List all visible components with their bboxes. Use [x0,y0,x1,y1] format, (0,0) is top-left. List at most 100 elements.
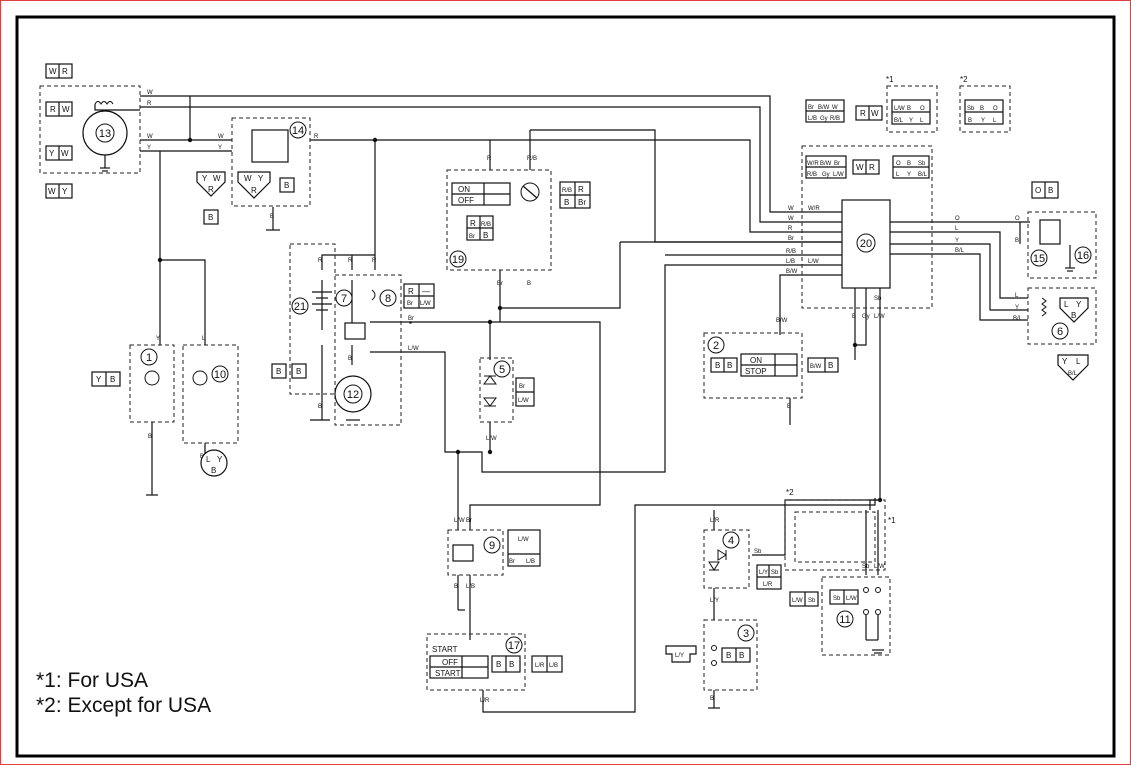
svg-text:R: R [408,287,414,296]
svg-text:L/W: L/W [833,172,844,178]
svg-text:W: W [832,105,838,111]
svg-text:3: 3 [743,628,749,640]
svg-text:Sb: Sb [808,598,816,604]
component-number-2: 2 [707,336,725,354]
component-number-14: 14 [289,121,307,139]
svg-text:Sb: Sb [874,296,882,302]
svg-text:W: W [871,109,879,118]
svg-text:OFF: OFF [442,658,458,667]
svg-text:W: W [856,163,864,172]
svg-text:21: 21 [294,301,306,313]
svg-text:14: 14 [292,125,304,137]
svg-text:START: START [432,645,458,654]
svg-text:B: B [527,281,531,287]
connector-rw: R W [45,101,73,117]
footnotes: *1: For USA *2: Except for USA [36,668,211,718]
svg-text:Br: Br [407,301,413,307]
connector-lyb: L Y B [1059,297,1089,323]
svg-text:L/R: L/R [763,582,773,588]
svg-text:12: 12 [347,389,359,401]
svg-text:R: R [50,105,56,114]
svg-text:START: START [435,669,461,678]
svg-text:B/W: B/W [776,318,788,324]
connector-rw-2: R W [855,105,883,121]
connector-sblw: Sb L/W [829,589,859,605]
connector-usa: L/W B O B/L Y L [891,99,931,125]
svg-text:Y: Y [258,174,264,183]
svg-text:W: W [788,206,794,212]
svg-text:Y: Y [909,118,913,124]
svg-text:R/B: R/B [830,116,840,122]
component-number-4: 4 [722,531,740,549]
component-boxes [39,85,1097,691]
connector-yb: Y B [91,371,121,387]
svg-text:L/Y: L/Y [710,598,719,604]
box-13-generator [39,85,141,174]
svg-text:ON: ON [458,185,470,194]
svg-text:L/W: L/W [808,259,819,265]
box-6 [1027,287,1097,345]
svg-text:Br: Br [578,198,586,207]
svg-text:Y: Y [147,145,151,151]
svg-text:B: B [483,231,488,240]
svg-text:Y: Y [1062,357,1068,366]
svg-text:L/B: L/B [466,584,475,590]
svg-text:L/W: L/W [518,398,529,404]
box-usa [886,85,938,133]
svg-text:W: W [147,90,153,96]
svg-text:R: R [208,185,214,194]
connector-yw: Y W [45,145,73,161]
svg-text:O: O [896,161,901,167]
svg-text:B/W: B/W [786,269,798,275]
svg-text:B/L: B/L [918,172,928,178]
svg-text:W/R: W/R [808,206,820,212]
svg-text:Y: Y [907,172,911,178]
svg-text:15: 15 [1033,253,1045,265]
svg-text:R: R [372,258,377,264]
svg-text:Sb: Sb [918,161,926,167]
svg-text:L/W: L/W [486,436,497,442]
svg-text:—: — [422,287,430,296]
svg-text:W: W [213,174,221,183]
connector-2-bb: B B [710,357,738,373]
svg-text:L: L [1076,357,1081,366]
diode-symbol-4 [708,561,720,571]
svg-text:L/W: L/W [518,537,529,543]
svg-text:Gy: Gy [862,314,870,320]
svg-text:W: W [244,174,252,183]
box-2-engine-stop [703,332,803,399]
connectors: W R R W Y W W Y Y W R W [45,63,1089,673]
svg-text:6: 6 [1057,326,1063,338]
svg-text:R/B: R/B [562,188,572,194]
indicator-bulb-1 [144,370,160,386]
svg-text:7: 7 [341,293,347,305]
svg-text:B: B [148,434,152,440]
generator-symbol [82,110,128,156]
svg-text:R: R [860,109,866,118]
svg-text:L/W: L/W [792,598,803,604]
svg-text:B: B [284,181,289,190]
component-number-21: 21 [291,297,309,315]
connector-rec-t: W Y R [237,171,271,199]
svg-text:W: W [147,134,153,140]
connector-8: R — Br L/W [403,283,435,309]
svg-text:OFF: OFF [458,196,474,205]
svg-text:L: L [993,118,997,124]
svg-text:Br: Br [788,236,794,242]
svg-text:Y: Y [156,336,160,342]
svg-text:B: B [270,214,274,220]
connector-3: B B [721,647,751,663]
svg-text:O: O [993,106,998,112]
svg-text:Br: Br [808,105,814,111]
svg-text:B: B [348,356,352,362]
connector-4: L/Y Sb L/R [756,564,782,590]
svg-text:W/R: W/R [807,161,819,167]
svg-text:Y: Y [217,455,223,464]
connector-big: W/R B/W Br R/B Gy L/W [805,155,847,179]
connector-bb-7 [409,321,412,324]
connector-ylbl: Y L B/L [1057,354,1089,381]
svg-text:Y: Y [96,375,102,384]
svg-text:B: B [739,651,744,660]
connector-17: B B [491,655,521,673]
svg-text:R: R [314,134,319,140]
